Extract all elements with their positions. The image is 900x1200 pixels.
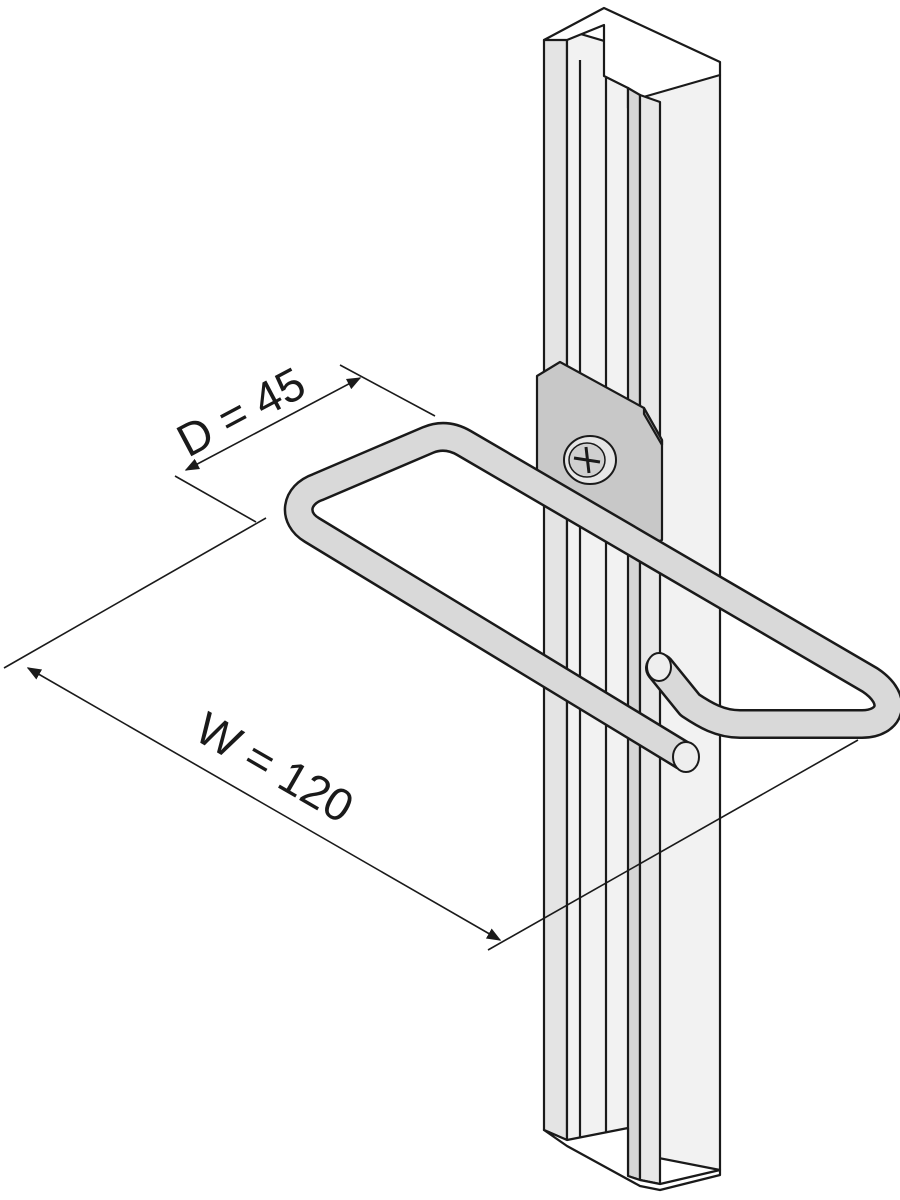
plate-edge [642, 406, 664, 447]
depth-extension-b [339, 364, 436, 417]
depth-extension-a [174, 475, 257, 523]
rail-left-flange [542, 28, 569, 1142]
rail-slot [626, 86, 642, 1182]
wire-hook [283, 421, 900, 773]
rod-end-back [646, 652, 672, 682]
dimension-depth [174, 364, 436, 523]
rail-slot-edge [638, 93, 662, 1186]
mounting-rail [542, 6, 722, 1192]
width-dimension-line [26, 667, 502, 941]
screw-cross [573, 446, 601, 474]
hook-rod [286, 424, 900, 769]
rod-end-front [672, 741, 700, 773]
depth-label: D = 45 [168, 357, 313, 467]
rail-bottom [542, 1126, 722, 1192]
depth-dimension-line [184, 377, 362, 471]
width-label: W = 120 [187, 702, 362, 833]
width-extension-a [3, 517, 267, 669]
dimension-width [3, 517, 859, 951]
width-extension-b [487, 739, 859, 951]
screw [563, 435, 617, 485]
